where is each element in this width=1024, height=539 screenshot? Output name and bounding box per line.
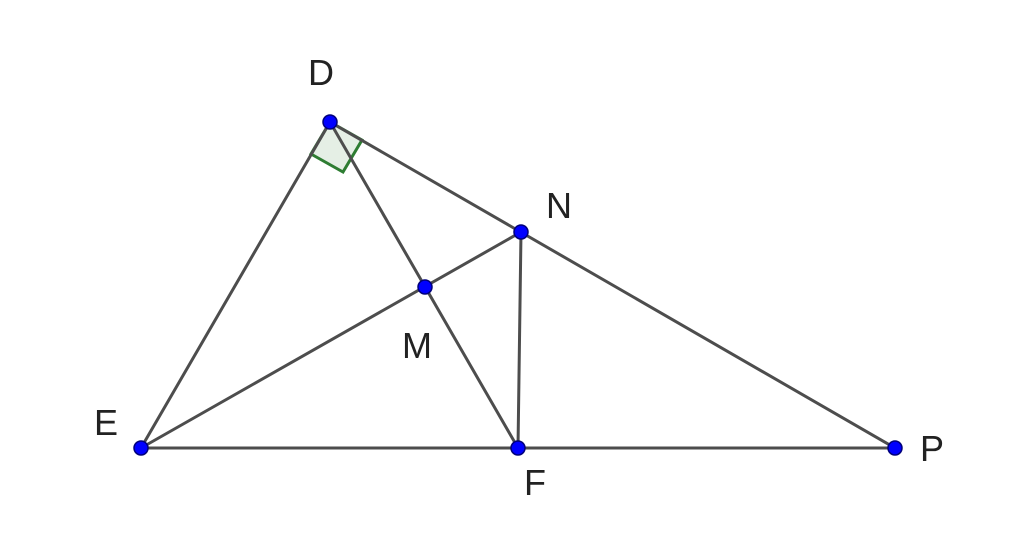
label-e: E <box>94 402 118 443</box>
label-m: M <box>402 325 432 366</box>
label-d: D <box>308 52 334 93</box>
label-n: N <box>546 185 572 226</box>
segment-nf <box>516 230 523 450</box>
point-m[interactable] <box>417 279 433 295</box>
label-f: F <box>524 462 546 503</box>
segment-en <box>139 230 523 450</box>
segment-dp <box>328 120 897 450</box>
point-d[interactable] <box>322 114 338 130</box>
point-p[interactable] <box>887 440 903 456</box>
segment-de <box>139 120 332 450</box>
label-p: P <box>920 428 944 469</box>
point-n[interactable] <box>513 224 529 240</box>
point-f[interactable] <box>510 440 526 456</box>
point-e[interactable] <box>133 440 149 456</box>
